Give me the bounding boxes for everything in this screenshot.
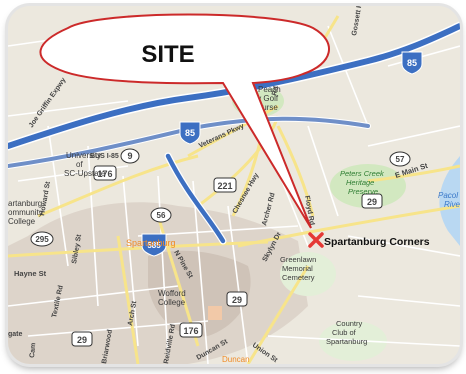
peters-creek-park	[330, 164, 406, 208]
shield-sc295: 295	[30, 231, 54, 247]
svg-text:221: 221	[217, 181, 232, 191]
svg-text:176: 176	[97, 169, 112, 179]
map-frame: 85 85 585 176 176 221 9 56 295 29 29	[8, 6, 460, 364]
road-arch: Arch St	[127, 300, 138, 326]
svg-text:29: 29	[77, 335, 87, 345]
svg-text:29: 29	[232, 295, 242, 305]
svg-text:176: 176	[183, 326, 198, 336]
cemetery-park	[280, 252, 336, 296]
callout-balloon	[39, 13, 330, 229]
shield-sc57: 57	[389, 151, 411, 167]
x-marker-icon	[308, 232, 324, 248]
shield-us176: 176	[93, 165, 117, 181]
svg-text:56: 56	[157, 211, 166, 220]
map-canvas[interactable]: 85 85 585 176 176 221 9 56 295 29 29	[8, 6, 460, 364]
road-bus-i85: BUS I-85	[90, 153, 119, 160]
shield-sc29-c: 29	[71, 331, 93, 347]
spartanburg-label: Spartanburg	[126, 238, 176, 248]
svg-text:9: 9	[127, 151, 132, 161]
site-marker-label: Spartanburg Corners	[324, 236, 430, 248]
svg-text:295: 295	[35, 235, 49, 244]
road-hayne: Hayne St	[14, 269, 47, 278]
secondary-roads	[8, 15, 460, 364]
pacolet-river	[439, 156, 460, 246]
shield-sc9: 9	[120, 148, 140, 164]
downtown-area	[148, 250, 251, 337]
shield-us221: 221	[213, 177, 237, 193]
svg-text:585: 585	[147, 241, 161, 250]
shield-i585: 585	[141, 233, 167, 257]
shield-i85-east: 85	[401, 51, 423, 75]
shield-i85: 85	[179, 121, 201, 145]
site-marker[interactable]: Spartanburg Corners	[308, 232, 430, 248]
svg-text:29: 29	[367, 197, 377, 207]
shield-us176-b: 176	[179, 322, 203, 338]
road-gate: gate	[8, 331, 23, 338]
svg-text:85: 85	[407, 58, 417, 68]
callout-text: SITE	[141, 41, 194, 68]
wofford-campus	[208, 306, 222, 320]
shield-sc29: 29	[226, 291, 248, 307]
shield-sc56: 56	[150, 207, 172, 223]
svg-text:85: 85	[185, 128, 195, 138]
road-peach-rd: Rd	[271, 86, 280, 97]
site-callout: SITE	[39, 13, 330, 229]
svg-text:57: 57	[396, 155, 405, 164]
duncan-label: Duncan	[222, 355, 250, 364]
shield-sc29-b: 29	[361, 193, 383, 209]
minor-streets	[8, 25, 460, 364]
road-camp: Cam	[29, 342, 37, 358]
